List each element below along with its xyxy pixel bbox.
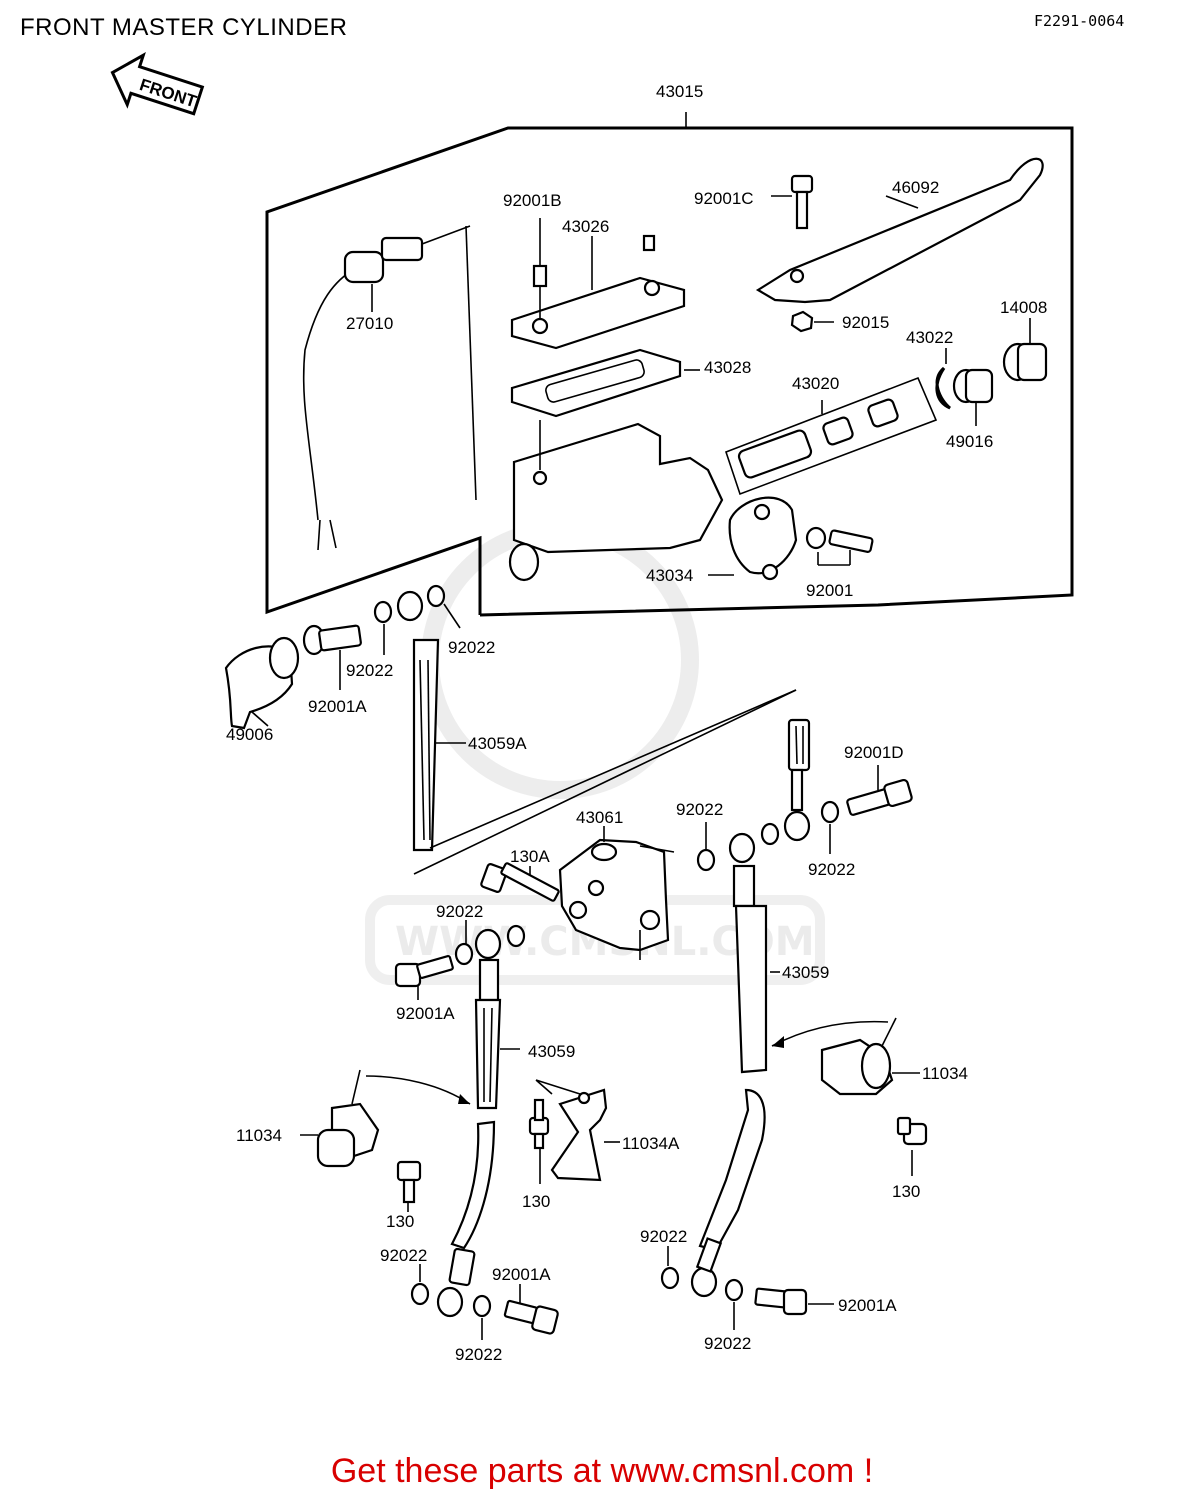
bottom-left-fittings	[410, 1264, 559, 1340]
label-92022-a: 92022	[448, 638, 495, 657]
boot-49016	[952, 368, 994, 426]
label-43061: 43061	[576, 808, 623, 827]
label-43020: 43020	[792, 374, 839, 393]
label-92022-d: 92022	[676, 800, 723, 819]
hose-43059A	[396, 590, 466, 852]
hose-43059-left	[436, 928, 520, 1318]
clamp-11034-left	[300, 1069, 471, 1168]
brake-switch	[302, 225, 477, 551]
screw-130-right	[896, 1116, 928, 1176]
label-43015: 43015	[656, 82, 703, 101]
clamp-43034	[708, 496, 798, 581]
label-92001A-a: 92001A	[308, 697, 367, 716]
bolt-130A	[480, 862, 560, 902]
front-arrow-icon: FRONT	[110, 52, 205, 116]
brake-joint	[558, 826, 675, 960]
label-11034-left: 11034	[236, 1126, 282, 1145]
label-92022-b: 92022	[346, 661, 393, 680]
piston-assembly	[724, 376, 938, 496]
bottom-right-fittings	[660, 1246, 834, 1330]
bolt-92001	[805, 526, 874, 566]
bracket-11034A	[528, 1079, 620, 1184]
label-43059A: 43059A	[468, 734, 527, 753]
label-43059-left: 43059	[528, 1042, 575, 1061]
banjo-bolt-92001A	[302, 624, 362, 690]
hose-43059-right	[690, 718, 811, 1298]
label-92022-i: 92022	[704, 1334, 751, 1353]
label-43028: 43028	[704, 358, 751, 377]
lever-46092	[755, 157, 1044, 304]
promo-link[interactable]: Get these parts at www.cmsnl.com !	[330, 1452, 874, 1490]
label-92022-g: 92022	[455, 1345, 502, 1364]
diaphragm	[510, 348, 700, 418]
label-92015: 92015	[842, 313, 889, 332]
label-11034A: 11034A	[622, 1134, 680, 1153]
label-11034-right: 11034	[922, 1064, 968, 1083]
label-49016: 49016	[946, 432, 993, 451]
screw-130-left	[396, 1160, 422, 1212]
clamp-11034-right	[771, 1017, 920, 1096]
label-92001B: 92001B	[503, 191, 562, 210]
label-92022-c: 92022	[808, 860, 855, 879]
label-92001C: 92001C	[694, 189, 754, 208]
label-130-left: 130	[386, 1212, 414, 1231]
label-92001A-b: 92001A	[396, 1004, 455, 1023]
label-92022-e: 92022	[436, 902, 483, 921]
label-43059-right: 43059	[782, 963, 829, 982]
divider-line	[413, 689, 797, 875]
washers-joint	[454, 822, 716, 966]
assembly-boundary	[265, 126, 1074, 617]
label-130-middle: 130	[522, 1192, 550, 1211]
label-92001A-d: 92001A	[838, 1296, 897, 1315]
bolt-92001A-joint	[394, 954, 454, 1000]
label-46092: 46092	[892, 178, 939, 197]
nut-92015	[790, 310, 834, 333]
label-130A: 130A	[510, 847, 550, 866]
label-92001D: 92001D	[844, 743, 904, 762]
banjo-bolt-cover	[224, 636, 300, 730]
diagram-title: FRONT MASTER CYLINDER	[20, 14, 348, 41]
label-43026: 43026	[562, 217, 609, 236]
label-92001A-c: 92001A	[492, 1265, 551, 1284]
label-27010: 27010	[346, 314, 393, 333]
label-92022-h: 92022	[640, 1227, 687, 1246]
label-14008: 14008	[1000, 298, 1047, 317]
label-130-right: 130	[892, 1182, 920, 1201]
label-49006: 49006	[226, 725, 273, 744]
washers-92022-top	[373, 584, 461, 655]
bolt-92001D	[760, 765, 913, 854]
label-43034: 43034	[646, 566, 693, 585]
label-92001: 92001	[806, 581, 853, 600]
master-cylinder-body	[508, 420, 724, 582]
figure-code: F2291-0064	[1034, 12, 1125, 30]
circlip-43022	[935, 348, 952, 410]
adjuster-14008	[1002, 318, 1048, 382]
label-92022-f: 92022	[380, 1246, 427, 1265]
reservoir-cap	[510, 218, 686, 350]
label-43022: 43022	[906, 328, 953, 347]
